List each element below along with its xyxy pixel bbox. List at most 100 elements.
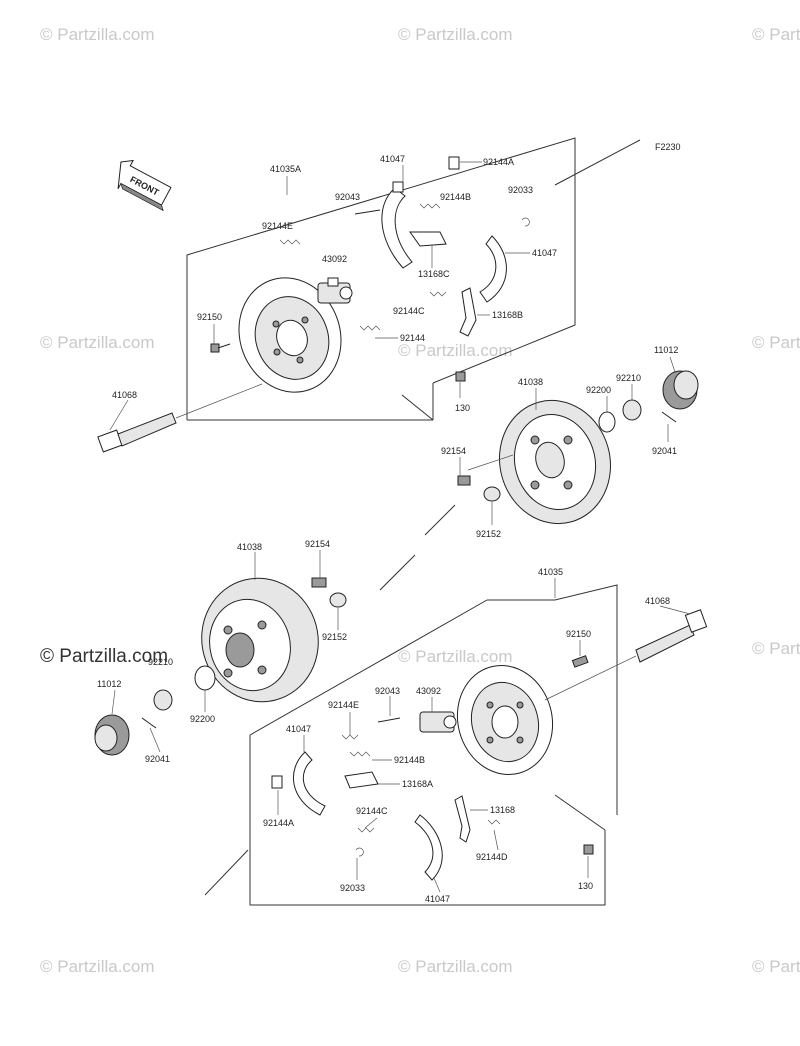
retainer-clip-top <box>448 156 460 170</box>
label-43092: 43092 <box>322 254 347 264</box>
axle-top <box>97 383 263 453</box>
wheel-cylinder-bottom <box>419 711 457 733</box>
nut-bottom <box>153 689 173 711</box>
part-labels: 41035A 41047 92144A 92043 92144B 92033 9… <box>97 154 678 904</box>
label-92144b: 92144B <box>394 755 425 765</box>
leader-lines <box>109 161 691 893</box>
watermark: © Partzilla.com <box>398 647 513 666</box>
watermark: © Partzilla.com <box>752 639 800 658</box>
label-92033: 92033 <box>340 883 365 893</box>
watermark: © Partzilla.com <box>752 25 800 44</box>
clip-bottom <box>355 847 364 857</box>
lever-13168 <box>454 795 471 843</box>
label-92150: 92150 <box>197 312 222 322</box>
hub-cap-top <box>662 370 699 410</box>
label-92144c: 92144C <box>356 806 388 816</box>
stud-bolt-top <box>457 475 471 486</box>
watermark: © Partzilla.com <box>40 333 155 352</box>
seal-top <box>483 486 501 502</box>
brake-shoe-bottom-right <box>414 814 443 881</box>
label-41068: 41068 <box>645 596 670 606</box>
label-92041: 92041 <box>652 446 677 456</box>
label-92144e: 92144E <box>262 221 293 231</box>
bolt-bottom <box>571 655 589 668</box>
bolt-130-top <box>455 371 466 382</box>
brake-backing-plate-top <box>238 277 342 393</box>
watermark: © Partzilla.com <box>398 25 513 44</box>
label-92033: 92033 <box>508 185 533 195</box>
label-43092: 43092 <box>416 686 441 696</box>
spring-icon <box>279 203 447 331</box>
brake-shoe-top-right <box>479 235 507 303</box>
label-92144a: 92144A <box>263 818 294 828</box>
brake-backing-plate-bottom <box>456 664 554 776</box>
seal-bottom <box>329 592 347 608</box>
hub-cap-bottom <box>94 714 130 756</box>
pin-bottom <box>377 717 401 723</box>
wheel-cylinder-top <box>317 277 353 304</box>
label-11012: 11012 <box>97 679 121 689</box>
label-13168a: 13168A <box>402 779 433 789</box>
lever-13168c <box>409 231 447 247</box>
diagram-code: F2230 <box>655 142 681 152</box>
watermark-strong: © Partzilla.com <box>40 646 168 667</box>
label-92200: 92200 <box>190 714 215 724</box>
brake-drum-top <box>499 399 611 525</box>
label-92200: 92200 <box>586 385 611 395</box>
retainer-clip-bottom <box>271 775 283 789</box>
label-92144e: 92144E <box>328 700 359 710</box>
washer-bottom <box>194 665 216 691</box>
bolt-top <box>210 343 231 353</box>
label-92144a: 92144A <box>483 157 514 167</box>
bolt-130-bottom <box>583 844 594 855</box>
label-41068: 41068 <box>112 390 137 400</box>
label-92152: 92152 <box>476 529 501 539</box>
label-92144d: 92144D <box>476 852 508 862</box>
label-92144: 92144 <box>400 333 425 343</box>
watermark: © Partzilla.com <box>398 957 513 976</box>
lever-13168b <box>459 287 477 337</box>
watermark: © Partzilla.com <box>398 341 513 360</box>
label-41035: 41035 <box>538 567 563 577</box>
clip-top <box>521 217 530 227</box>
label-41035a: 41035A <box>270 164 301 174</box>
label-13168: 13168 <box>490 805 515 815</box>
stud-bolt-bottom <box>311 577 327 588</box>
label-13168b: 13168B <box>492 310 523 320</box>
label-41038: 41038 <box>518 377 543 387</box>
lever-13168a <box>344 771 379 789</box>
label-92152: 92152 <box>322 632 347 642</box>
label-92210: 92210 <box>148 657 173 667</box>
watermark: © Partzilla.com <box>40 25 155 44</box>
label-41047: 41047 <box>532 248 557 258</box>
label-41047: 41047 <box>380 154 405 164</box>
label-41047: 41047 <box>425 894 450 904</box>
watermark: © Partzilla.com <box>752 957 800 976</box>
label-92210: 92210 <box>616 373 641 383</box>
label-41047: 41047 <box>286 724 311 734</box>
front-arrow-icon: FRONT <box>117 159 172 212</box>
label-92154: 92154 <box>441 446 466 456</box>
label-92043: 92043 <box>375 686 400 696</box>
brake-shoe-top-left <box>381 181 413 269</box>
watermark: © Partzilla.com <box>40 957 155 976</box>
label-92144c: 92144C <box>393 306 425 316</box>
watermark: © Partzilla.com <box>752 333 800 352</box>
watermark-layer: © Partzilla.com © Partzilla.com © Partzi… <box>40 25 800 976</box>
nut-top <box>622 399 642 421</box>
label-13168c: 13168C <box>418 269 450 279</box>
label-92144b: 92144B <box>440 192 471 202</box>
cotter-pin-bottom <box>141 717 157 729</box>
brake-shoe-bottom-left <box>292 751 326 816</box>
label-92043: 92043 <box>335 192 360 202</box>
label-92041: 92041 <box>145 754 170 764</box>
label-92154: 92154 <box>305 539 330 549</box>
label-130: 130 <box>578 881 593 891</box>
label-41038: 41038 <box>237 542 262 552</box>
bottom-assembly-outline <box>204 554 618 906</box>
label-11012: 11012 <box>654 345 678 355</box>
top-assembly-outline <box>186 137 641 536</box>
brake-drum-bottom <box>201 577 319 703</box>
cotter-pin-top <box>661 411 677 423</box>
